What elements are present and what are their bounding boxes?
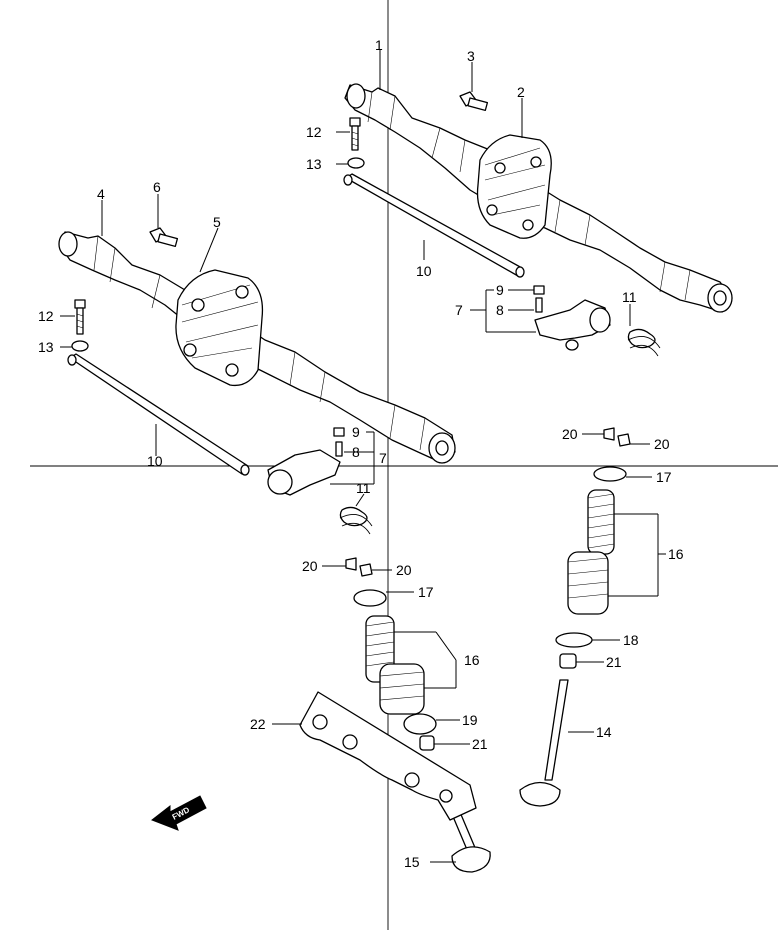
callout-14: 14: [596, 724, 612, 740]
valve-seal-21-right: [559, 653, 577, 669]
valve-springs-16-left: [365, 615, 425, 715]
callout-6: 6: [153, 179, 161, 195]
callout-15: 15: [404, 854, 420, 870]
callout-13-left: 13: [38, 339, 54, 355]
callout-labels: 1 2 3 4 5 6 7 7 8 8 9 9 10 10 11 11 12 1…: [38, 37, 684, 870]
callout-7-right: 7: [455, 302, 463, 318]
rocker-arm-7-left: [267, 427, 345, 496]
callout-11-left: 11: [356, 480, 371, 496]
callout-20-lower-left: 20: [302, 558, 318, 574]
camshaft-left: [58, 231, 456, 464]
callout-18: 18: [623, 632, 639, 648]
callout-5: 5: [213, 214, 221, 230]
valve-14: [519, 679, 569, 807]
camshaft-right: [344, 83, 733, 313]
callout-17-right: 17: [656, 469, 672, 485]
spring-11-right: [627, 328, 661, 357]
retainer-17-right: [593, 466, 627, 482]
valve-seal-21-left: [419, 735, 435, 751]
forward-direction-arrow-icon: FWD: [150, 795, 207, 831]
callout-17-left: 17: [418, 584, 434, 600]
callout-13-right: 13: [306, 156, 322, 172]
callout-8-right: 8: [496, 302, 504, 318]
callout-19: 19: [462, 712, 478, 728]
callout-21-left: 21: [472, 736, 488, 752]
sprocket-bolt-6: [149, 227, 179, 248]
callout-16-right: 16: [668, 546, 684, 562]
callout-9-left: 9: [352, 424, 360, 440]
rocker-arm-7-right: [533, 285, 611, 351]
callout-20-upper-left: 20: [562, 426, 578, 442]
callout-4: 4: [97, 186, 105, 202]
callout-10-left: 10: [147, 453, 163, 469]
callout-12-left: 12: [38, 308, 54, 324]
retainer-17-left: [353, 589, 387, 607]
callout-20-lower-right: 20: [396, 562, 412, 578]
bolt-12-right: [349, 117, 361, 151]
callout-7-left: 7: [379, 450, 387, 466]
callout-2: 2: [517, 84, 525, 100]
callout-21-right: 21: [606, 654, 622, 670]
callout-10-right: 10: [416, 263, 432, 279]
rocker-shaft-10-right: [343, 173, 525, 278]
washer-13-right: [347, 157, 365, 169]
callout-22: 22: [250, 716, 266, 732]
cotter-20-lower: [345, 557, 373, 577]
spring-seat-18: [555, 632, 593, 648]
spring-seat-19: [403, 713, 437, 735]
rocker-shaft-10-left: [67, 353, 250, 476]
sprocket-bolt-3: [459, 91, 489, 112]
callout-20-upper-right: 20: [654, 436, 670, 452]
callout-1: 1: [375, 37, 383, 53]
callout-11-right: 11: [622, 289, 637, 305]
guide-plate-22: [299, 691, 477, 821]
leader-lines: [60, 50, 666, 863]
callout-8-left: 8: [352, 444, 360, 460]
callout-16-left: 16: [464, 652, 480, 668]
cotter-20-upper: [603, 427, 631, 447]
callout-3: 3: [467, 48, 475, 64]
spring-11-left: [339, 506, 373, 535]
washer-13-left: [71, 340, 89, 352]
bolt-12-left: [74, 299, 86, 335]
valve-springs-16-right: [567, 489, 615, 615]
callout-12-right: 12: [306, 124, 322, 140]
callout-9-right: 9: [496, 282, 504, 298]
